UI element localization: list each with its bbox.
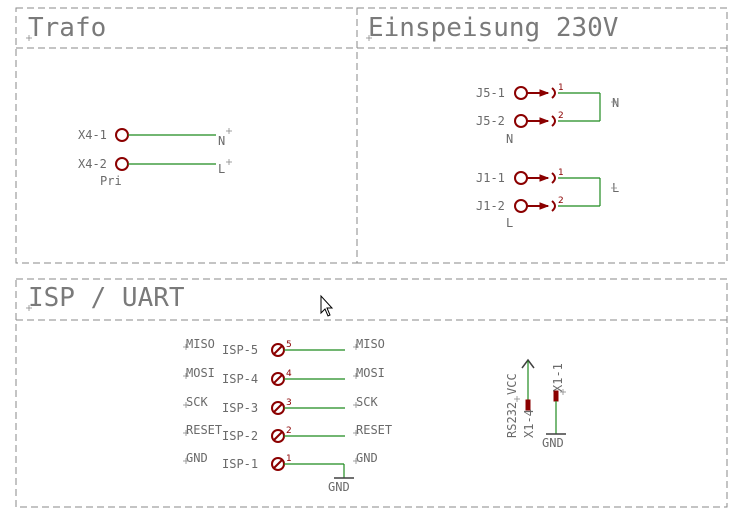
trafo-label-x4-2: X4-2: [78, 157, 107, 171]
isp-row-2: RESET ISP-2 2 RESET: [186, 423, 392, 443]
uart-label-rs232: RS232: [505, 402, 519, 438]
feed-pin-j1-2: 2: [558, 196, 564, 206]
mouse-cursor-icon: [320, 294, 334, 317]
trafo-pad-x4-2: [115, 157, 216, 171]
isp-right-label: MISO: [356, 337, 385, 351]
feed-title: Einspeisung 230V: [368, 13, 618, 43]
isp-right-label: SCK: [356, 395, 378, 409]
isp-pad-label: ISP-2: [222, 429, 258, 443]
feed-connector-j1-1: [514, 171, 600, 185]
uart-x1-1-pin: [546, 390, 566, 435]
feed-pin-j5-1: 1: [558, 83, 564, 93]
isp-pin-number: 3: [286, 398, 292, 408]
isp-rows: MISO ISP-5 5 MISO MOSI ISP-4 4 MOSI SCK …: [186, 337, 392, 478]
isp-left-label: SCK: [186, 395, 208, 409]
uart-vcc-arrow: [521, 358, 535, 411]
isp-gnd-label: GND: [328, 480, 350, 494]
isp-pin-number: 5: [286, 340, 292, 350]
isp-left-label: GND: [186, 451, 208, 465]
feed-connector-j5-1: [514, 86, 600, 100]
trafo-label-x4-1: X4-1: [78, 128, 107, 142]
feed-value-j5: N: [506, 132, 513, 146]
trafo-title: Trafo: [28, 13, 106, 43]
isp-left-label: MOSI: [186, 366, 215, 380]
feed-pin-j5-2: 2: [558, 111, 564, 121]
isp-frame: [15, 278, 728, 508]
origin-crosses: [26, 35, 372, 311]
feed-value-j1: L: [506, 216, 513, 230]
isp-pad-label: ISP-5: [222, 343, 258, 357]
isp-row-4: MOSI ISP-4 4 MOSI: [186, 366, 385, 386]
trafo-net-n: N: [218, 134, 225, 148]
uart-label-vcc: VCC: [505, 373, 519, 395]
isp-row-5: MISO ISP-5 5 MISO: [186, 337, 385, 357]
feed-label-j1-2: J1-2: [476, 199, 505, 213]
isp-pin-number: 4: [286, 369, 292, 379]
uart-gnd-label: GND: [542, 436, 564, 450]
isp-right-label: GND: [356, 451, 378, 465]
uart-label-x1-1: X1-1: [551, 363, 565, 392]
feed-label-j1-1: J1-1: [476, 171, 505, 185]
trafo-net-l: L: [218, 162, 225, 176]
feed-frame: [356, 7, 728, 264]
isp-row-1: GND ISP-1 1 GND: [186, 451, 378, 478]
isp-left-label: RESET: [186, 423, 222, 437]
feed-label-j5-1: J5-1: [476, 86, 505, 100]
trafo-pad-x4-1: [115, 128, 216, 142]
feed-connector-j5-2: [514, 114, 600, 128]
isp-crosses: [183, 344, 359, 464]
feed-connector-j1-2: [514, 199, 600, 213]
isp-pad-label: ISP-1: [222, 457, 258, 471]
feed-label-j5-2: J5-2: [476, 114, 505, 128]
feed-net-n: N: [612, 96, 619, 110]
uart-label-x1-4: X1-4: [522, 409, 536, 438]
trafo-value-pri: Pri: [100, 174, 122, 188]
isp-pad-label: ISP-3: [222, 401, 258, 415]
isp-pin-number: 2: [286, 426, 292, 436]
isp-title: ISP / UART: [28, 283, 185, 313]
isp-left-label: MISO: [186, 337, 215, 351]
feed-pin-j1-1: 1: [558, 168, 564, 178]
isp-pin-number: 1: [286, 454, 292, 464]
isp-right-label: RESET: [356, 423, 392, 437]
isp-row-3: SCK ISP-3 3 SCK: [186, 395, 378, 415]
isp-right-label: MOSI: [356, 366, 385, 380]
isp-pad-label: ISP-4: [222, 372, 258, 386]
